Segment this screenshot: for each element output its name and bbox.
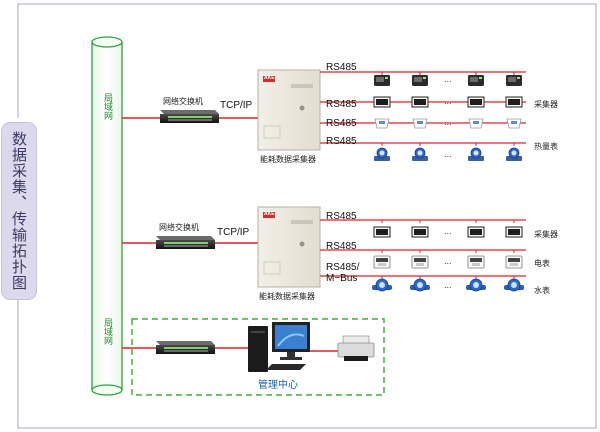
cabinet-logo-2: AKE [264,211,275,217]
g1-white-device-22-icon [468,118,484,129]
collector-label-1: 能耗数据采集器 [260,155,316,164]
g2-protocol-2: RS485 [326,241,357,252]
side-title: 数据采集、传输拓扑图 [10,131,28,291]
g1-device-label-heat-meter: 热量表 [534,142,558,151]
g1-protocol-1: RS485 [326,62,357,73]
g2-water-meter-21-icon [410,278,430,292]
g1-panel-device-10-icon [373,96,391,108]
g1-white-device-21-icon [412,118,428,129]
g1-panel-device-12-icon [467,96,485,108]
g1-heat-meter-33-icon [506,147,522,161]
g2-protocol-3: RS485/ M−Bus [326,262,360,284]
g2-device-label-collector: 采集器 [534,230,558,239]
g1-protocol-4: RS485 [326,136,357,147]
g1-heat-meter-31-icon [412,147,428,161]
g2-device-label-electric-meter: 电表 [534,259,550,268]
g2-panel-device-1-icon [411,226,429,238]
g1-white-device-23-icon [506,118,522,129]
management-center-box [131,318,385,396]
printer-icon [337,335,375,361]
g2-electric-meter-10-icon [373,255,391,269]
g2-panel-device-2-icon [467,226,485,238]
g1-ellipsis-3: ... [444,117,452,127]
collector-label-2: 能耗数据采集器 [259,292,315,301]
group2-bus-lines [320,219,526,279]
g2-electric-meter-13-icon [505,255,523,269]
g2-water-meter-20-icon [372,278,392,292]
lan-label-1: 局域网 [102,93,112,120]
g2-electric-meter-12-icon [467,255,485,269]
side-title-panel: 数据采集、传输拓扑图 [1,122,37,300]
network-switch-2-icon [156,236,215,249]
g2-panel-device-3-icon [505,226,523,238]
g1-collector-device-1-icon [412,75,428,86]
data-collector-cabinet-1-icon [257,69,321,151]
computer-icon [248,322,310,372]
g2-electric-meter-11-icon [411,255,429,269]
g2-device-label-water-meter: 水表 [534,286,550,295]
lan-label-2: 局域网 [102,318,112,345]
g2-water-meter-22-icon [466,278,486,292]
g2-water-meter-23-icon [504,278,524,292]
g2-ellipsis-1: ... [444,226,452,236]
g1-protocol-3: RS485 [326,118,357,129]
g2-panel-device-0-icon [373,226,391,238]
g2-protocol-1: RS485 [326,211,357,222]
g1-device-label-collector: 采集器 [534,100,558,109]
g1-collector-device-0-icon [374,75,390,86]
g1-ellipsis-2: ... [444,96,452,106]
g1-white-device-20-icon [374,118,390,129]
g1-ellipsis-4: ... [444,149,452,159]
group2-devices [372,226,524,292]
network-switch-3-icon [156,341,215,354]
network-switch-1-icon [160,110,219,123]
switch-label-2: 网络交换机 [159,223,199,232]
tcpip-label-2: TCP/IP [217,227,250,238]
g1-panel-device-13-icon [505,96,523,108]
management-center-label: 管理中心 [258,380,298,391]
g1-protocol-2: RS485 [326,99,357,110]
tcpip-label-1: TCP/IP [220,100,253,111]
cabinet-logo-1: AKE [264,75,275,81]
lan-tube [91,36,123,396]
g2-ellipsis-2: ... [444,256,452,266]
switch-label-1: 网络交换机 [163,97,203,106]
group1-devices [373,75,523,161]
g1-panel-device-11-icon [411,96,429,108]
g2-ellipsis-3: ... [444,280,452,290]
g1-heat-meter-30-icon [374,147,390,161]
g1-collector-device-2-icon [468,75,484,86]
g1-collector-device-3-icon [506,75,522,86]
g1-ellipsis-1: ... [444,74,452,84]
data-collector-cabinet-2-icon [257,206,321,288]
g1-heat-meter-32-icon [468,147,484,161]
